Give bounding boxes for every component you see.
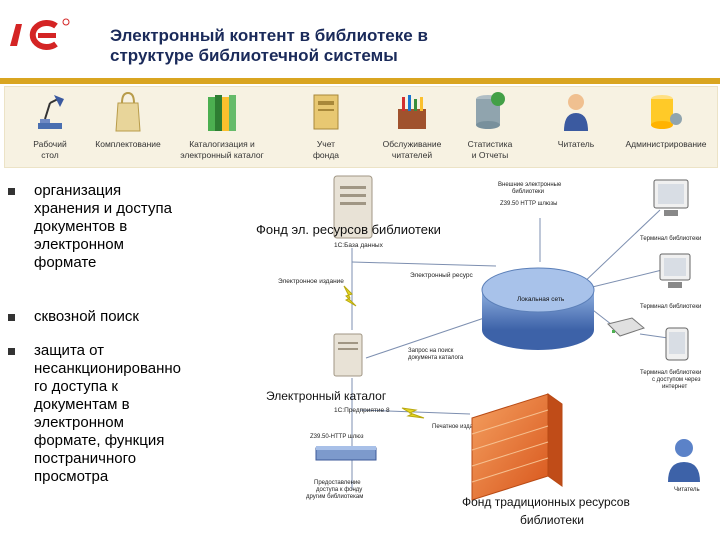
header-divider (0, 78, 720, 84)
terminal3-line1: Терминал библиотеки (640, 370, 701, 376)
page-title: Электронный контент в библиотеке в струк… (110, 26, 670, 66)
catalog-db: 1С:Предприятие 8 (334, 407, 390, 414)
server-fund-icon (333, 175, 373, 239)
toolbar-label-line2: и Отчеты (471, 150, 509, 160)
terminal-icon (653, 179, 689, 216)
bullet-line: электронном (34, 414, 124, 431)
tablet-icon (665, 327, 689, 361)
server-catalog-icon (333, 333, 363, 377)
bullet-line: несанкционированно (34, 360, 182, 377)
bullet-line: формате (34, 254, 97, 271)
book-icon (313, 94, 339, 130)
ext-lib-line1: Внешние электронные (498, 182, 562, 188)
toolbar-label-line2: стол (41, 150, 59, 160)
ext-lib-line2: библиотеки (512, 189, 544, 195)
el-publication-label: Электронное издание (278, 278, 344, 285)
terminal-icon (659, 253, 691, 288)
desk-lamp-icon (38, 95, 64, 129)
bullet-marker (8, 188, 15, 195)
bullet-line: документов в (34, 218, 128, 235)
fund-el-db: 1С:База данных (334, 242, 384, 249)
toolbar-label-line1: Рабочий (33, 139, 67, 149)
trad-fund-line2: библиотеки (520, 513, 584, 527)
toolbar-label-line1: Комплектование (95, 139, 161, 149)
bullet-line: сквозной поиск (34, 308, 139, 325)
bullet-line: организация (34, 182, 122, 199)
router-icon (607, 317, 646, 337)
toolbar-label-line1: Каталогизация и (189, 139, 255, 149)
terminal-label: Терминал библиотеки (640, 304, 701, 310)
user-icon (564, 94, 588, 131)
trad-fund-line1: Фонд традиционных ресурсов (462, 495, 630, 509)
local-network-disc (481, 267, 595, 350)
toolbar-label-line2: читателей (391, 150, 433, 160)
gateway-device-icon (315, 446, 377, 461)
bullet-line: просмотра (34, 468, 109, 485)
bullet-line: го доступа к (34, 378, 118, 395)
bullet-marker (8, 348, 15, 355)
print-publication-label: Печатное издание (432, 424, 484, 430)
fund-el-label: Фонд эл. ресурсов библиотеки (256, 222, 441, 237)
shopping-bag-icon (115, 91, 141, 132)
bullet-marker (8, 314, 15, 321)
ext-lib-line3: Z39.50 HTTP шлюзы (500, 201, 557, 207)
terminal3-line3: интернет (662, 384, 687, 390)
database-chart-icon (476, 92, 505, 129)
el-resource-label: Электронный ресурс (410, 271, 474, 279)
binders-icon (208, 95, 236, 131)
reader-icon (668, 439, 700, 482)
toolbar-item-reader[interactable]: Читатель (531, 87, 621, 165)
local-network-label: Локальная сеть (517, 296, 565, 303)
toolbar-label-line1: Читатель (557, 139, 595, 149)
toolbar-item-desktop[interactable]: Рабочий стол (5, 87, 95, 165)
bullet-line: электронном (34, 236, 124, 253)
toolbar-label-line1: Обслуживание (382, 139, 442, 149)
toolbox-icon (398, 95, 426, 129)
toolbar-item-statistics[interactable]: Статистика и Отчеты (445, 87, 535, 165)
section-toolbar: Рабочий стол Комплектование Каталогизаци… (4, 86, 718, 168)
terminal-label: Терминал библиотеки (640, 236, 701, 242)
bullet-line: документам в (34, 396, 130, 413)
toolbar-label-line2: электронный каталог (180, 150, 264, 160)
search-query-line1: Запрос на поиск (408, 348, 454, 354)
toolbar-label-line1: Администрирование (625, 139, 707, 149)
bullet-line: защита от (34, 342, 105, 359)
catalog-gateway-label: Z39.50-HTTP шлюз (310, 434, 364, 440)
toolbar-item-administration[interactable]: Администрирование (621, 87, 711, 165)
access-line2: доступа к фонду (316, 487, 362, 493)
access-line3: другим библиотекам (306, 494, 363, 500)
search-query-line2: документа каталога (408, 355, 464, 361)
bullet-line: хранения и доступа (34, 200, 172, 217)
title-line-2: структуре библиотечной системы (110, 46, 398, 65)
toolbar-item-cataloging[interactable]: Каталогизация и электронный каталог (177, 87, 267, 165)
toolbar-item-fund[interactable]: Учет фонда (281, 87, 371, 165)
terminal3-line2: с доступом через (652, 377, 701, 383)
catalog-label: Электронный каталог (266, 389, 387, 403)
toolbar-label-line1: Учет (316, 139, 336, 149)
lightning-icon (401, 407, 425, 419)
toolbar-item-acquisition[interactable]: Комплектование (83, 87, 173, 165)
database-admin-icon (651, 95, 682, 129)
bullet-line: постраничного (34, 450, 137, 467)
connection-lines (351, 209, 669, 490)
toolbar-item-service[interactable]: Обслуживание читателей (367, 87, 457, 165)
title-line-1: Электронный контент в библиотеке в (110, 26, 428, 45)
lightning-icon (343, 285, 357, 307)
reader-label: Читатель (674, 487, 700, 493)
bullet-line: формате, функция (34, 432, 165, 449)
toolbar-label-line2: фонда (312, 150, 340, 160)
toolbar-label-line1: Статистика (467, 139, 513, 149)
logo-1c (10, 18, 70, 50)
access-line1: Предоставление (314, 480, 361, 486)
brick-wall-icon (471, 393, 563, 501)
